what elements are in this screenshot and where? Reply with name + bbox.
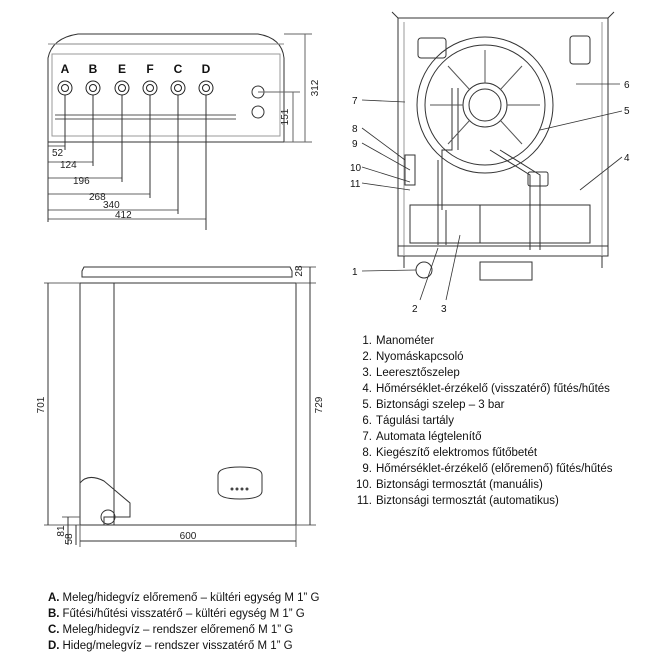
dim-label: 312: [310, 79, 321, 96]
fitting-B: [85, 80, 101, 96]
callout-number: 3: [441, 304, 447, 315]
legend-item: 2.Nyomáskapcsoló: [362, 351, 464, 363]
dim-label: 196: [73, 176, 90, 187]
top-view-drawing: A B E F C D 52 124 196 268 340 412 312 1…: [47, 33, 321, 230]
connection-fittings: [57, 80, 214, 96]
dim-label: 701: [36, 396, 47, 413]
callout-number: 7: [352, 96, 358, 107]
legend-item: 3.Leeresztőszelep: [362, 367, 460, 379]
connection-letter: A: [61, 62, 70, 76]
fitting-C: [170, 80, 186, 96]
connection-letter: C: [174, 62, 183, 76]
legend-item: 6.Tágulási tartály: [362, 415, 454, 427]
dim-label: 412: [115, 210, 132, 221]
dim-label: 268: [89, 192, 106, 203]
side-view-drawing: 1 2 3 4 5 6 7 8 9 10 11: [350, 11, 630, 315]
front-view-drawing: 701 729 28 600 81 58: [36, 265, 325, 547]
legend-item: 11.Biztonsági termosztát (automatikus): [356, 495, 559, 507]
connection-letter: B: [89, 62, 98, 76]
callout-number: 2: [412, 304, 418, 315]
legend-item: 1.Manométer: [362, 335, 435, 347]
legend-item: 9.Hőmérséklet-érzékelő (előremenő) fűtés…: [362, 463, 613, 475]
component-legend: 1.Manométer 2.Nyomáskapcsoló 3.Leeresztő…: [352, 333, 613, 509]
fitting-D: [198, 80, 214, 96]
callout-number: 8: [352, 124, 358, 135]
connection-legend-item: A.Meleg/hidegvíz előremenő – kültéri egy…: [48, 592, 320, 604]
dim-label: 151: [280, 108, 291, 125]
dim-label: 600: [180, 531, 197, 542]
connection-letter: E: [118, 62, 126, 76]
callout-number: 1: [352, 267, 358, 278]
legend-item: 5.Biztonsági szelep – 3 bar: [362, 399, 505, 411]
legend-item: 7.Automata légtelenítő: [362, 431, 482, 443]
connection-letter: F: [146, 62, 153, 76]
dim-label: 52: [52, 148, 64, 159]
dim-label: 58: [64, 533, 75, 545]
callout-number: 9: [352, 139, 358, 150]
dim-label: 28: [294, 265, 305, 277]
legend-item: 4.Hőmérséklet-érzékelő (visszatérő) fűté…: [362, 383, 610, 395]
callout-number: 5: [624, 106, 630, 117]
connection-legend-item: C.Meleg/hidegvíz – rendszer előremenő M …: [48, 624, 294, 636]
callout-number: 10: [350, 163, 362, 174]
fitting-E: [114, 80, 130, 96]
connection-letter: D: [202, 62, 211, 76]
fitting-F: [142, 80, 158, 96]
callout-number: 6: [624, 80, 630, 91]
legend-item: 10.Biztonsági termosztát (manuális): [356, 479, 543, 491]
connection-legend: A.Meleg/hidegvíz előremenő – kültéri egy…: [48, 590, 319, 654]
connection-legend-item: B.Fűtési/hűtési visszatérő – kültéri egy…: [48, 608, 305, 620]
fitting-A: [57, 80, 73, 96]
dim-label: 81: [56, 525, 67, 537]
callout-number: 11: [350, 179, 361, 190]
connection-legend-item: D.Hideg/melegvíz – rendszer visszatérő M…: [48, 640, 293, 652]
dim-label: 729: [314, 396, 325, 413]
dim-label: 340: [103, 200, 120, 211]
dim-label: 124: [60, 160, 77, 171]
legend-item: 8.Kiegészítő elektromos fűtőbetét: [362, 447, 538, 459]
callout-number: 4: [624, 153, 630, 164]
